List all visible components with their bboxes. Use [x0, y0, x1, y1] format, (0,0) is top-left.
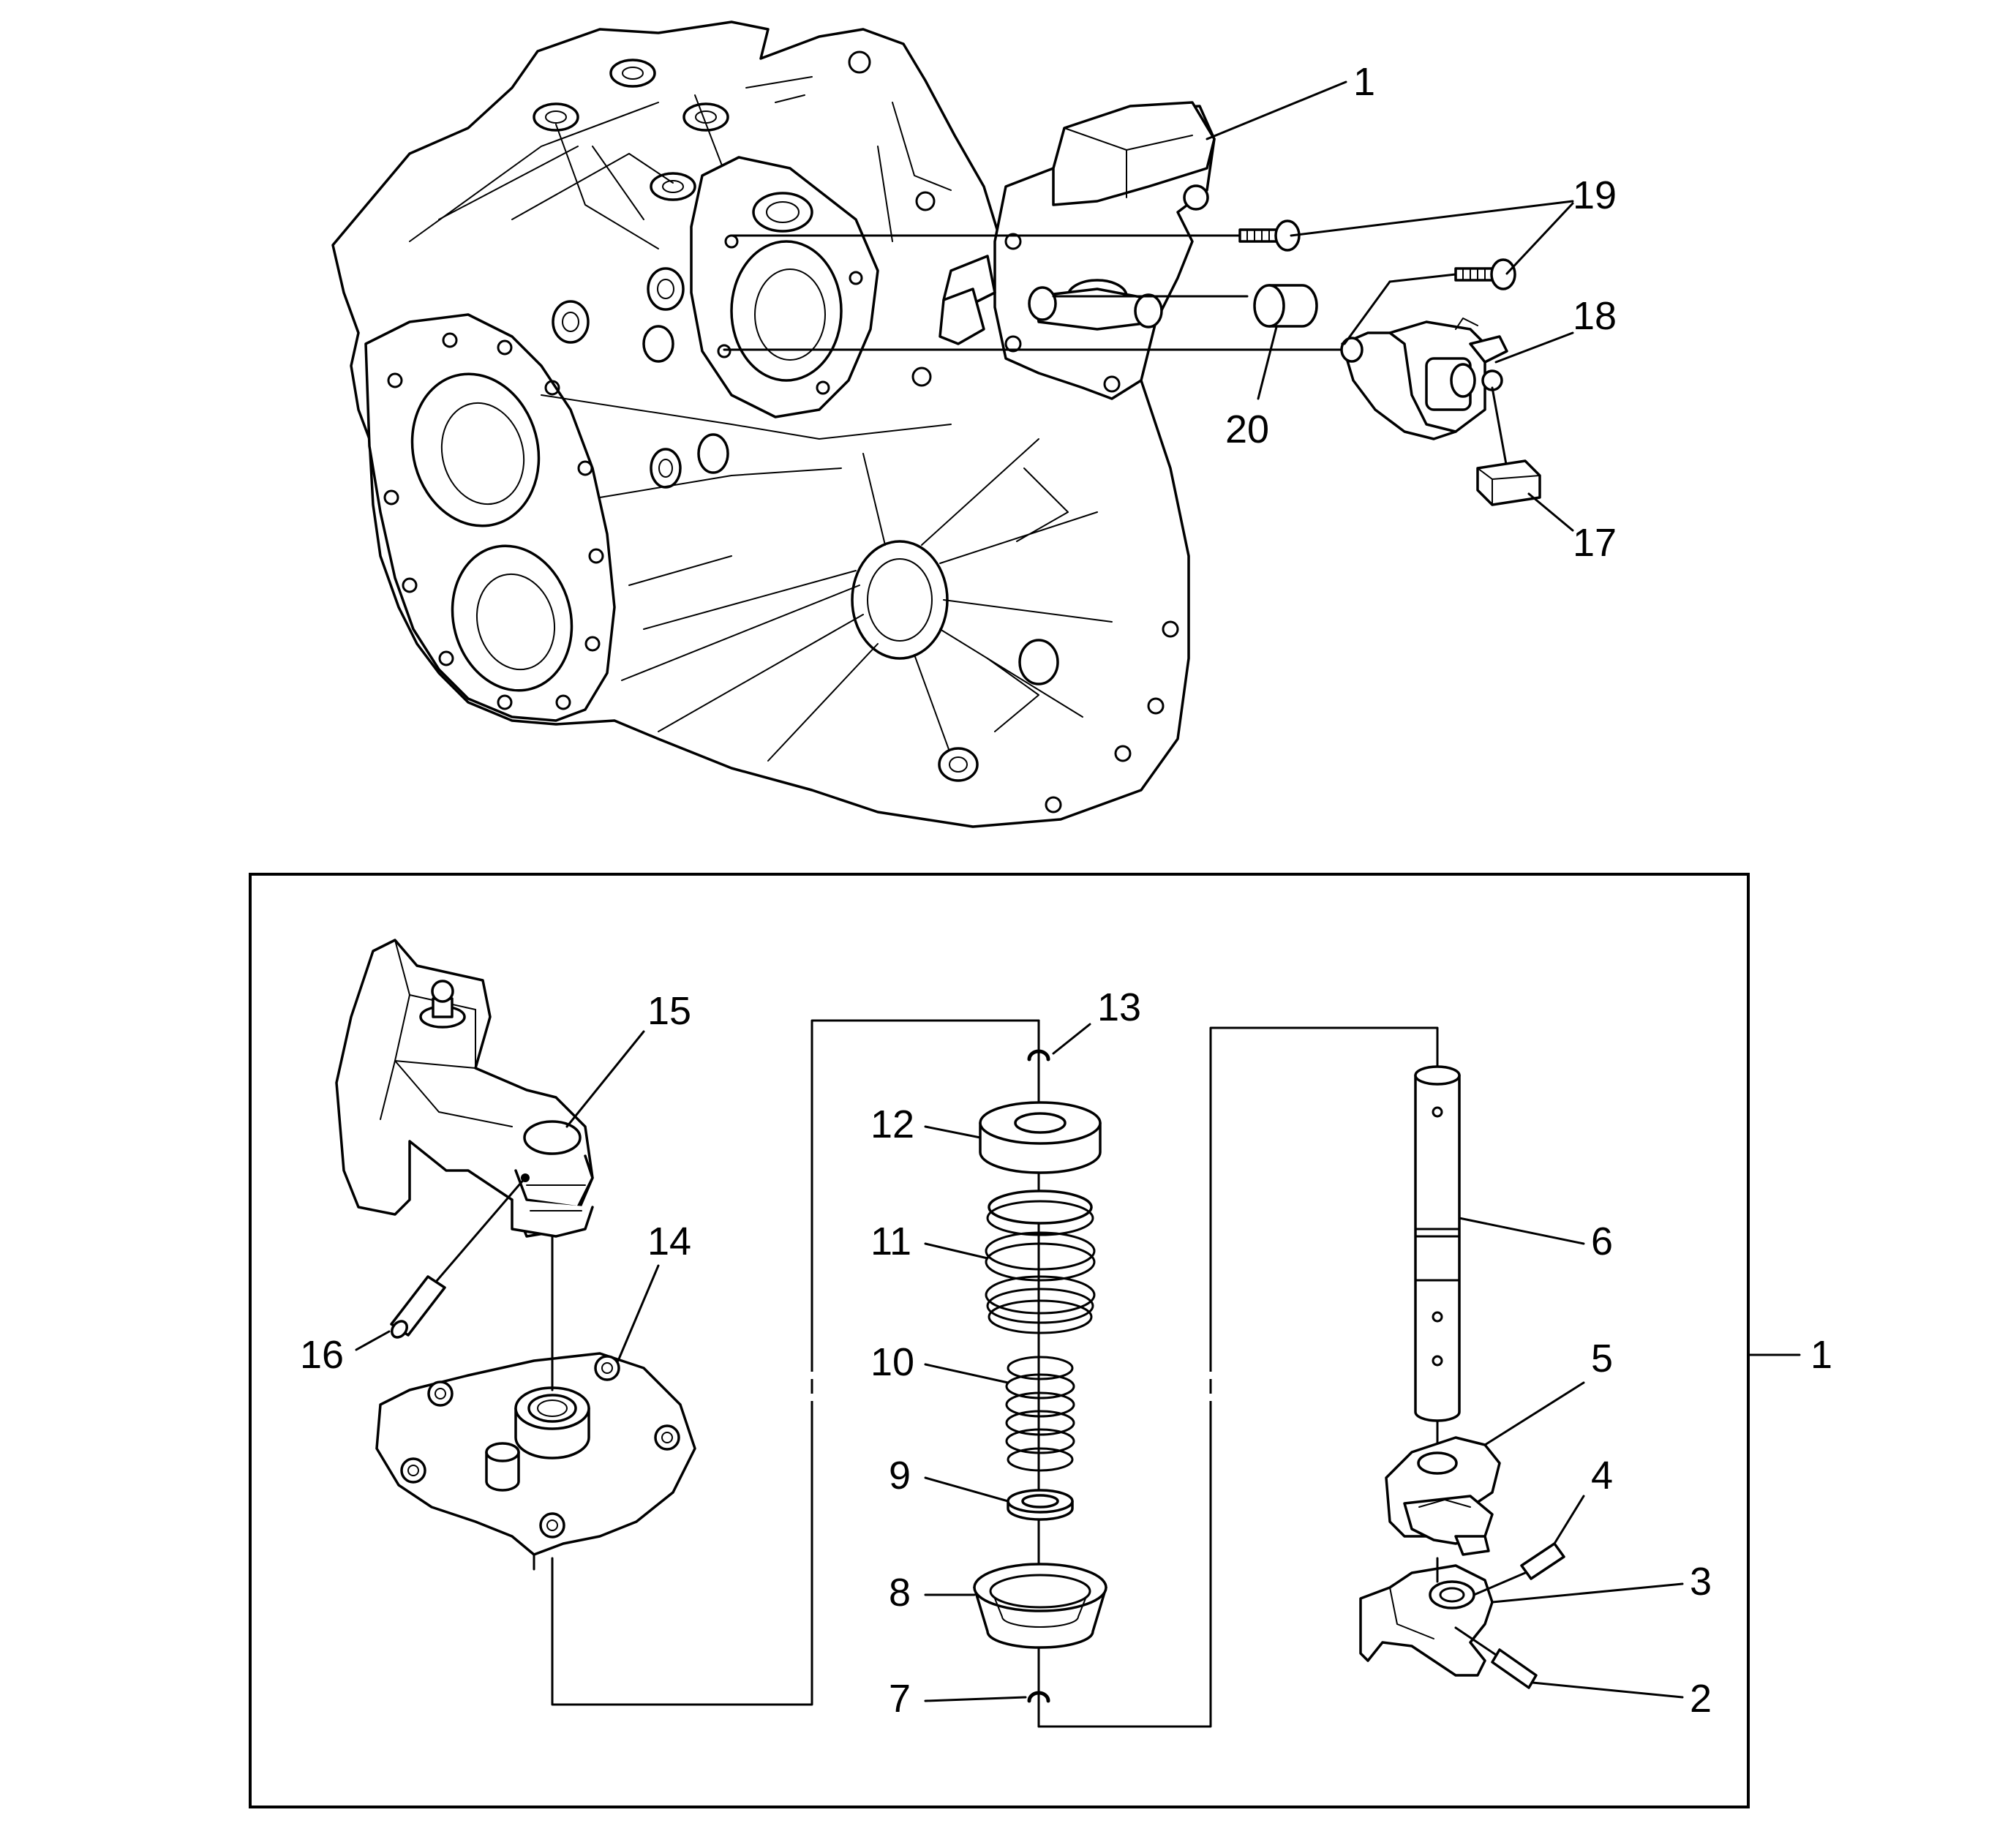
callout-1-box: 1: [1810, 1333, 1832, 1377]
differential-bore: [621, 438, 1113, 776]
seat-9: [1007, 1489, 1074, 1521]
upper-bosses: [533, 50, 936, 489]
callout-4: 4: [1591, 1454, 1613, 1498]
connector-right: [1037, 1026, 1439, 1728]
selector-3: [1359, 1557, 1494, 1677]
callout-14: 14: [647, 1220, 691, 1263]
shift-control-housing: [939, 101, 1216, 400]
interlock-5: [1385, 1436, 1501, 1556]
shaft-6: [1414, 1065, 1461, 1457]
block-17: [1476, 459, 1541, 506]
callout-17: 17: [1573, 521, 1617, 565]
callout-19: 19: [1573, 173, 1617, 217]
callout-7: 7: [889, 1677, 911, 1721]
transmission-case: [331, 20, 1190, 828]
callout-10: 10: [870, 1340, 914, 1384]
callout-5: 5: [1591, 1337, 1613, 1380]
callout-6: 6: [1591, 1220, 1613, 1263]
washer-12: [979, 1101, 1102, 1174]
callout-1-top: 1: [1353, 60, 1375, 104]
clip-7: [1027, 1691, 1050, 1703]
connector-left: [551, 1019, 1040, 1706]
callout-20: 20: [1225, 407, 1269, 451]
spring-10: [1005, 1356, 1075, 1472]
callout-8: 8: [889, 1571, 911, 1615]
spring-11: [985, 1190, 1096, 1334]
callout-16: 16: [300, 1333, 344, 1377]
assembly-lines-top: [723, 234, 1351, 351]
callout-18: 18: [1573, 294, 1617, 338]
bracket-18: [1340, 273, 1508, 470]
leaders-top: [1206, 80, 1574, 532]
callout-15: 15: [647, 989, 691, 1033]
callout-3: 3: [1690, 1560, 1712, 1604]
callout-11: 11: [870, 1220, 911, 1263]
selector-housing-15: [335, 939, 594, 1238]
break-marks: [806, 1372, 1216, 1401]
cup-8: [973, 1563, 1107, 1649]
callout-9: 9: [889, 1454, 911, 1498]
pin-2: [1454, 1626, 1538, 1689]
callout-13: 13: [1097, 985, 1141, 1029]
case-ribs: [409, 76, 952, 586]
flange-bolt-holes: [383, 332, 604, 710]
callout-12: 12: [870, 1102, 914, 1146]
plug-20: [1253, 284, 1318, 328]
bolt-19-lower: [1454, 258, 1516, 290]
callout-2: 2: [1690, 1677, 1712, 1721]
clip-13: [1027, 1049, 1050, 1062]
cover-14: [375, 1352, 696, 1571]
detail-box: [249, 873, 1750, 1808]
leaders-box: [355, 1023, 1801, 1702]
pin-4: [1472, 1542, 1565, 1596]
pin-16: [390, 1176, 527, 1339]
